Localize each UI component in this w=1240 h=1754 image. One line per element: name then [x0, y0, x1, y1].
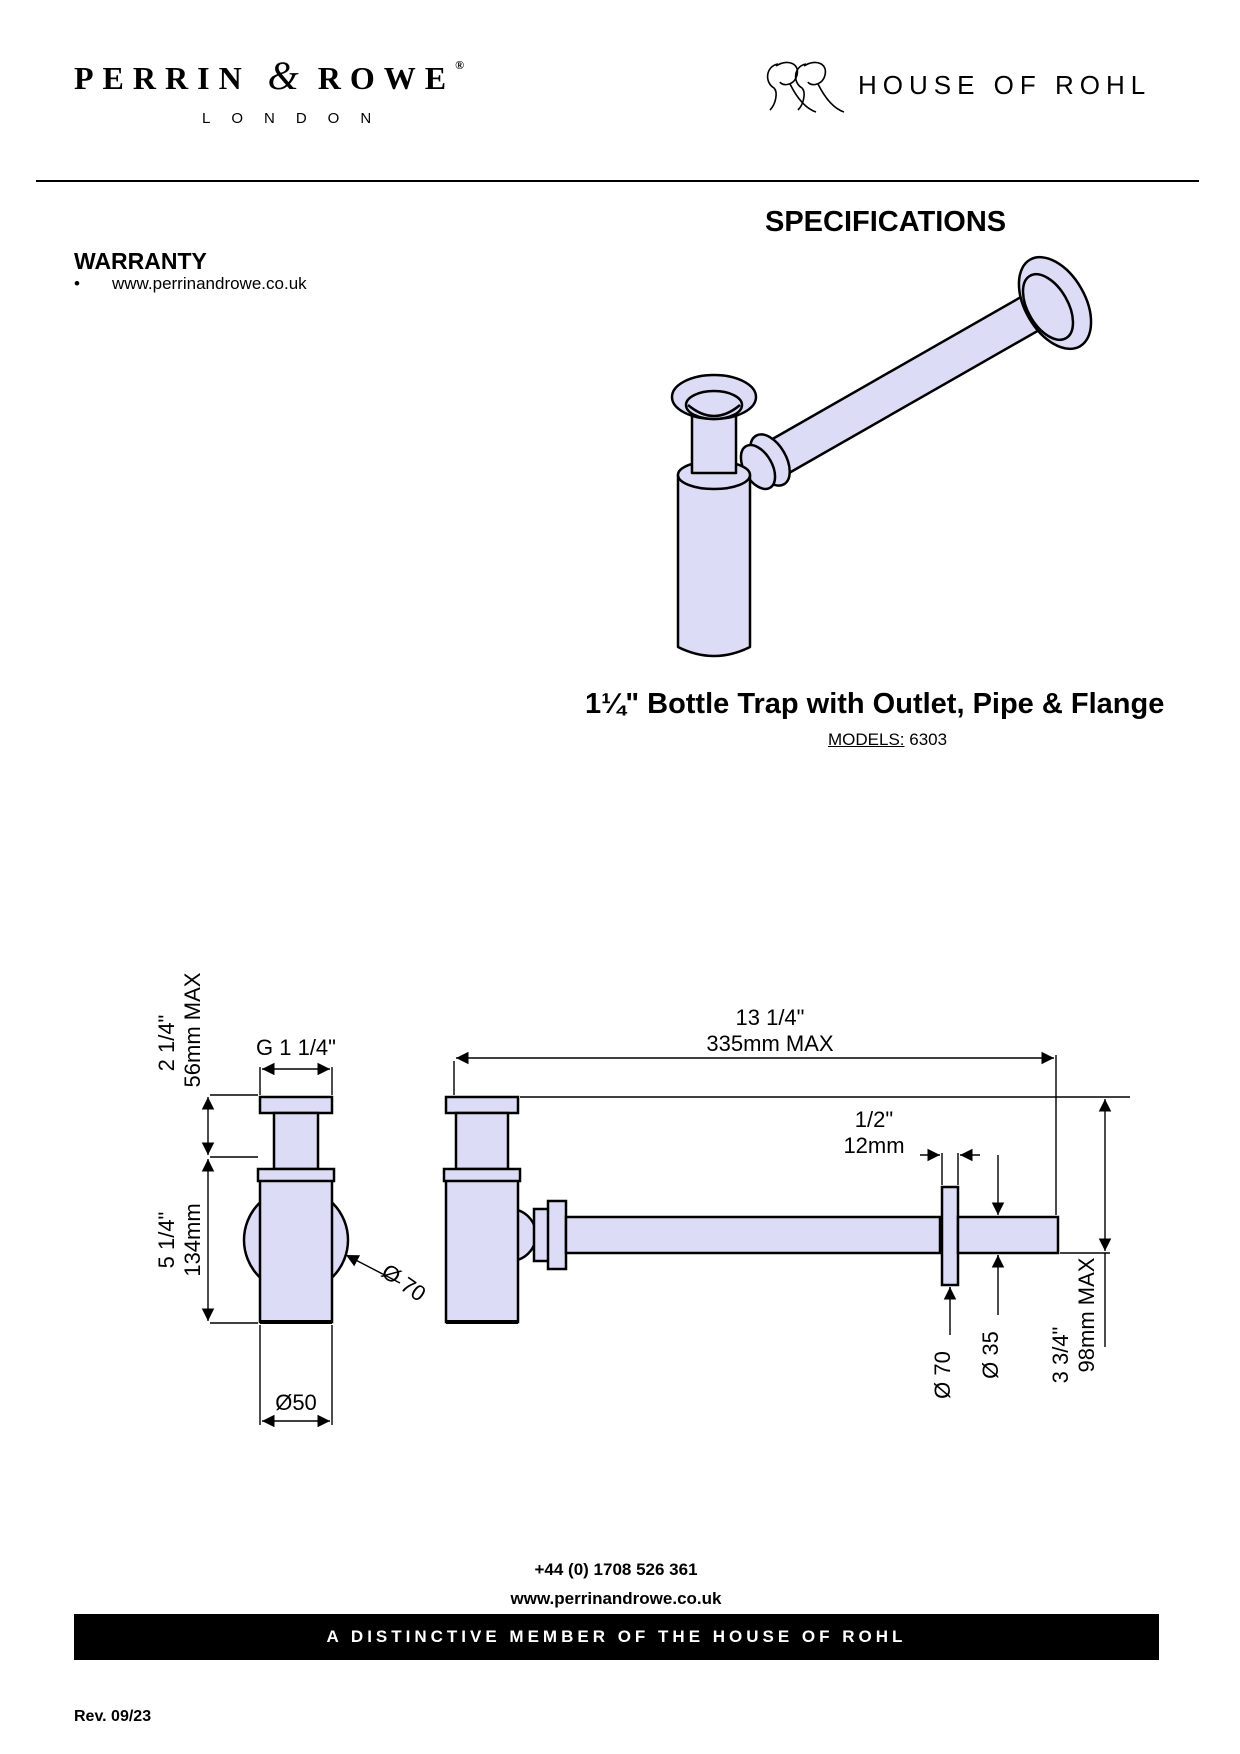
brand-logo-perrin-rowe: PERRIN & ROWE®	[74, 52, 464, 99]
dim-length-fraction: 13 1/4"	[736, 1005, 805, 1030]
contact-website[interactable]: www.perrinandrowe.co.uk	[510, 1589, 722, 1608]
brand-ampersand: &	[267, 53, 301, 98]
dim-flange-fraction: 1/2"	[855, 1107, 893, 1132]
bullet-icon: •	[74, 274, 80, 293]
rohl-monogram-logo	[766, 61, 845, 113]
models-value: 6303	[904, 730, 948, 749]
side-view	[242, 1095, 350, 1324]
registered-mark: ®	[455, 58, 465, 72]
header-divider	[36, 180, 1199, 182]
dim-top-fraction: 2 1/4"	[154, 1015, 179, 1072]
dim-height-fraction: 3 3/4"	[1048, 1327, 1073, 1384]
dim-height-mm: 98mm MAX	[1074, 1257, 1099, 1372]
dim-body-mm: 134mm	[180, 1203, 205, 1276]
specifications-heading: SPECIFICATIONS	[765, 206, 1007, 238]
dim-base-diameter: Ø50	[275, 1390, 317, 1415]
models-label: MODELS:	[828, 730, 905, 749]
product-title: 1¼" Bottle Trap with Outlet, Pipe & Flan…	[585, 688, 1165, 720]
dim-length-mm: 335mm MAX	[706, 1031, 833, 1056]
front-view	[442, 1095, 1060, 1324]
brand-name-perrin: PERRIN	[74, 60, 251, 96]
brand-subtitle: LONDON	[202, 110, 393, 127]
dim-body-fraction: 5 1/4"	[154, 1212, 179, 1269]
footer-banner: A DISTINCTIVE MEMBER OF THE HOUSE OF ROH…	[74, 1614, 1159, 1660]
warranty-link[interactable]: www.perrinandrowe.co.uk	[112, 274, 307, 293]
contact-phone: +44 (0) 1708 526 361	[534, 1560, 698, 1579]
brand-name-rowe: ROWE	[317, 60, 456, 96]
dim-pipe-diameter: Ø 35	[978, 1331, 1003, 1379]
dim-sphere-diameter: Ø 70	[377, 1259, 430, 1307]
house-of-rohl-wordmark: HOUSE OF ROHL	[858, 70, 1152, 100]
warranty-heading: WARRANTY	[74, 248, 207, 274]
dim-flange-diameter: Ø 70	[930, 1351, 955, 1399]
dim-flange-mm: 12mm	[843, 1133, 904, 1158]
bottle-trap-product-illustration	[670, 255, 1093, 658]
dim-thread: G 1 1/4"	[256, 1035, 336, 1060]
dim-top-mm: 56mm MAX	[180, 972, 205, 1087]
technical-dimension-drawing: 2 1/4" 56mm MAX G 1 1/4" 5 1/4" 134mm Ø …	[154, 972, 1130, 1428]
warranty-list-item: • www.perrinandrowe.co.uk	[74, 274, 307, 294]
revision-label: Rev. 09/23	[74, 1708, 152, 1725]
models-line: MODELS: 6303	[828, 730, 947, 750]
